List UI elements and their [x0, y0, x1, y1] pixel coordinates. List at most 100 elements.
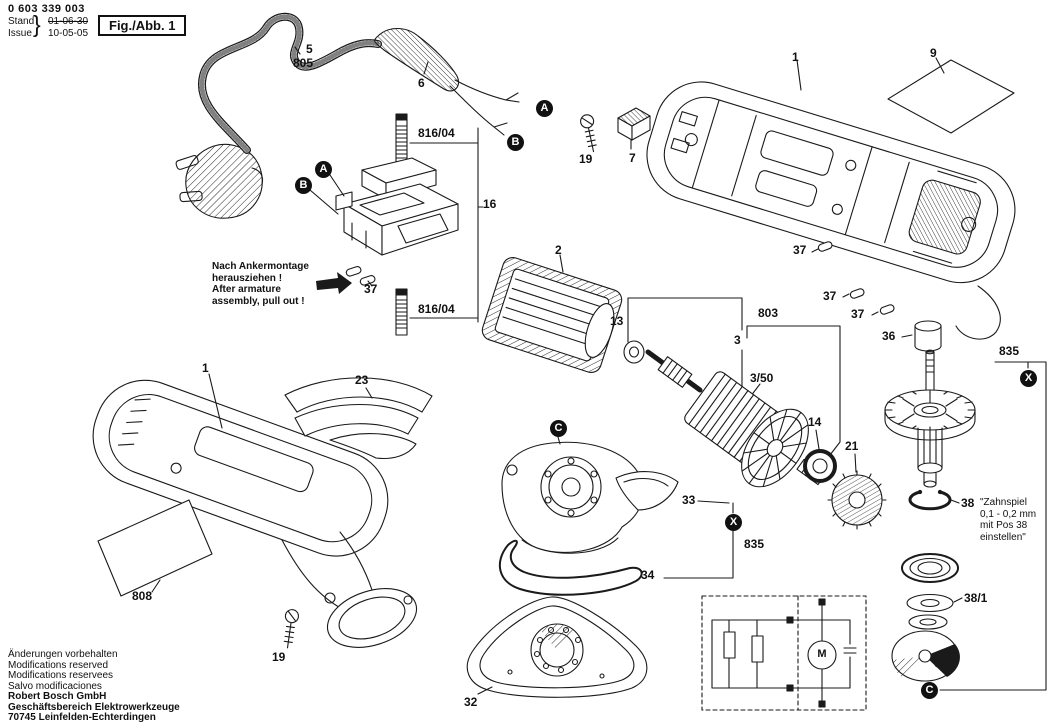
marker-a-2: A	[315, 161, 332, 178]
bracket-803	[746, 325, 841, 456]
threaded-stud-bottom	[395, 288, 408, 336]
screw-19-left	[283, 609, 299, 649]
slider-7	[617, 107, 651, 150]
part-label-1-top: 1	[792, 50, 799, 64]
eccentric-plate	[891, 630, 960, 682]
part-number: 0 603 339 003	[8, 3, 85, 15]
armature-note: Nach Ankermontage herausziehen ! After a…	[212, 261, 309, 307]
part-label-23: 23	[355, 373, 369, 387]
part-label-32: 32	[464, 695, 478, 709]
part-label-805: 805	[293, 56, 314, 70]
marker-x-mid: X	[725, 514, 742, 531]
backlash-note-line-1: "Zahnspiel	[980, 497, 1027, 508]
deflector-33	[615, 471, 730, 511]
notice-en: Modifications reserved	[8, 659, 109, 671]
bracket-16	[409, 127, 484, 323]
marker-c-mid: C	[550, 420, 567, 437]
stand-label: Stand	[8, 16, 35, 27]
part-label-3: 3	[734, 333, 741, 347]
screw-19-top	[580, 114, 597, 153]
backlash-note-line-2: 0,1 - 0,2 mm	[980, 508, 1037, 520]
leader-2	[559, 254, 564, 273]
part-label-835-mid: 835	[744, 537, 765, 551]
issue-label: Issue	[8, 28, 32, 39]
sanding-pad	[466, 596, 648, 698]
part-label-34: 34	[641, 568, 655, 582]
threaded-stud-top	[395, 113, 408, 163]
part-label-37-a: 37	[793, 243, 807, 257]
armature-note-line-3: After armature	[212, 284, 281, 295]
spindle-assembly	[884, 349, 1047, 691]
part-label-1-left: 1	[202, 361, 209, 375]
sleeve-36	[901, 320, 942, 352]
notice-de: Änderungen vorbehalten	[8, 649, 118, 660]
armature-note-line-4: assembly, pull out !	[212, 295, 305, 307]
footer-notices: Änderungen vorbehalten Modifications res…	[8, 649, 180, 722]
bracket-835-mid	[663, 502, 734, 579]
top-housing	[646, 59, 1016, 340]
circuit-diagram	[701, 595, 867, 711]
brace-glyph: }	[33, 11, 41, 37]
bearing-14	[803, 429, 837, 483]
part-label-19-top: 19	[579, 152, 593, 166]
stator	[481, 256, 623, 374]
power-cord	[197, 12, 382, 154]
marker-c-right: C	[921, 682, 938, 699]
wire-clip-34	[498, 539, 643, 596]
pull-out-arrow	[316, 272, 352, 294]
marker-x-right: X	[1020, 370, 1037, 387]
pins-37	[811, 241, 895, 316]
part-label-33: 33	[682, 493, 696, 507]
part-label-835-right: 835	[999, 344, 1020, 358]
mains-plug	[175, 143, 264, 219]
part-label-808: 808	[132, 589, 153, 603]
figure-box: Fig./Abb. 1	[98, 15, 187, 36]
gear-backlash-note: "Zahnspiel 0,1 - 0,2 mm mit Pos 38 einst…	[980, 497, 1036, 543]
motor-symbol-label: M	[817, 648, 827, 660]
bracket-3	[627, 297, 743, 389]
part-label-38: 38	[961, 496, 975, 510]
fan-gear-21	[827, 453, 887, 530]
stand-value: 01-06-30	[48, 16, 89, 27]
part-label-9: 9	[930, 46, 937, 60]
marker-a-1: A	[536, 100, 553, 117]
switch-module	[309, 157, 459, 287]
part-label-21: 21	[845, 439, 859, 453]
company-division: Geschäftsbereich Elektrowerkzeuge	[8, 701, 180, 713]
part-label-5: 5	[306, 42, 313, 56]
motor-housing	[92, 373, 418, 648]
part-label-7: 7	[629, 151, 636, 165]
cable-grommet	[374, 27, 520, 136]
marker-b-1: B	[507, 134, 524, 151]
label-plate-808	[97, 499, 213, 597]
plate-9	[887, 57, 1015, 134]
armature	[645, 349, 826, 488]
bearing-flange	[501, 436, 644, 554]
armature-fan	[741, 408, 809, 488]
part-label-803: 803	[758, 306, 779, 320]
notice-fr: Modifications reservees	[8, 670, 114, 681]
part-label-13: 13	[610, 314, 624, 328]
part-label-16: 16	[483, 197, 497, 211]
notice-es: Salvo modificaciones	[8, 680, 102, 692]
company-address: 70745 Leinfelden-Echterdingen	[8, 712, 156, 722]
company-name: Robert Bosch GmbH	[8, 691, 107, 702]
backlash-note-line-3: mit Pos 38	[980, 520, 1028, 531]
part-label-3-50: 3/50	[750, 371, 774, 385]
part-label-14: 14	[808, 415, 822, 429]
part-label-38-1: 38/1	[964, 591, 988, 605]
part-label-37-b: 37	[823, 289, 837, 303]
washer-13	[623, 340, 645, 364]
armature-note-line-1: Nach Ankermontage	[212, 261, 309, 272]
part-label-816-04-top: 816/04	[418, 126, 455, 140]
part-label-19-left: 19	[272, 650, 286, 664]
part-label-2: 2	[555, 243, 562, 257]
part-label-37-switch: 37	[364, 282, 378, 296]
part-label-6: 6	[418, 76, 425, 90]
part-label-37-c: 37	[851, 307, 865, 321]
backlash-note-line-4: einstellen"	[980, 531, 1026, 543]
issue-value: 10-05-05	[48, 28, 89, 39]
baffle-23	[284, 377, 433, 460]
